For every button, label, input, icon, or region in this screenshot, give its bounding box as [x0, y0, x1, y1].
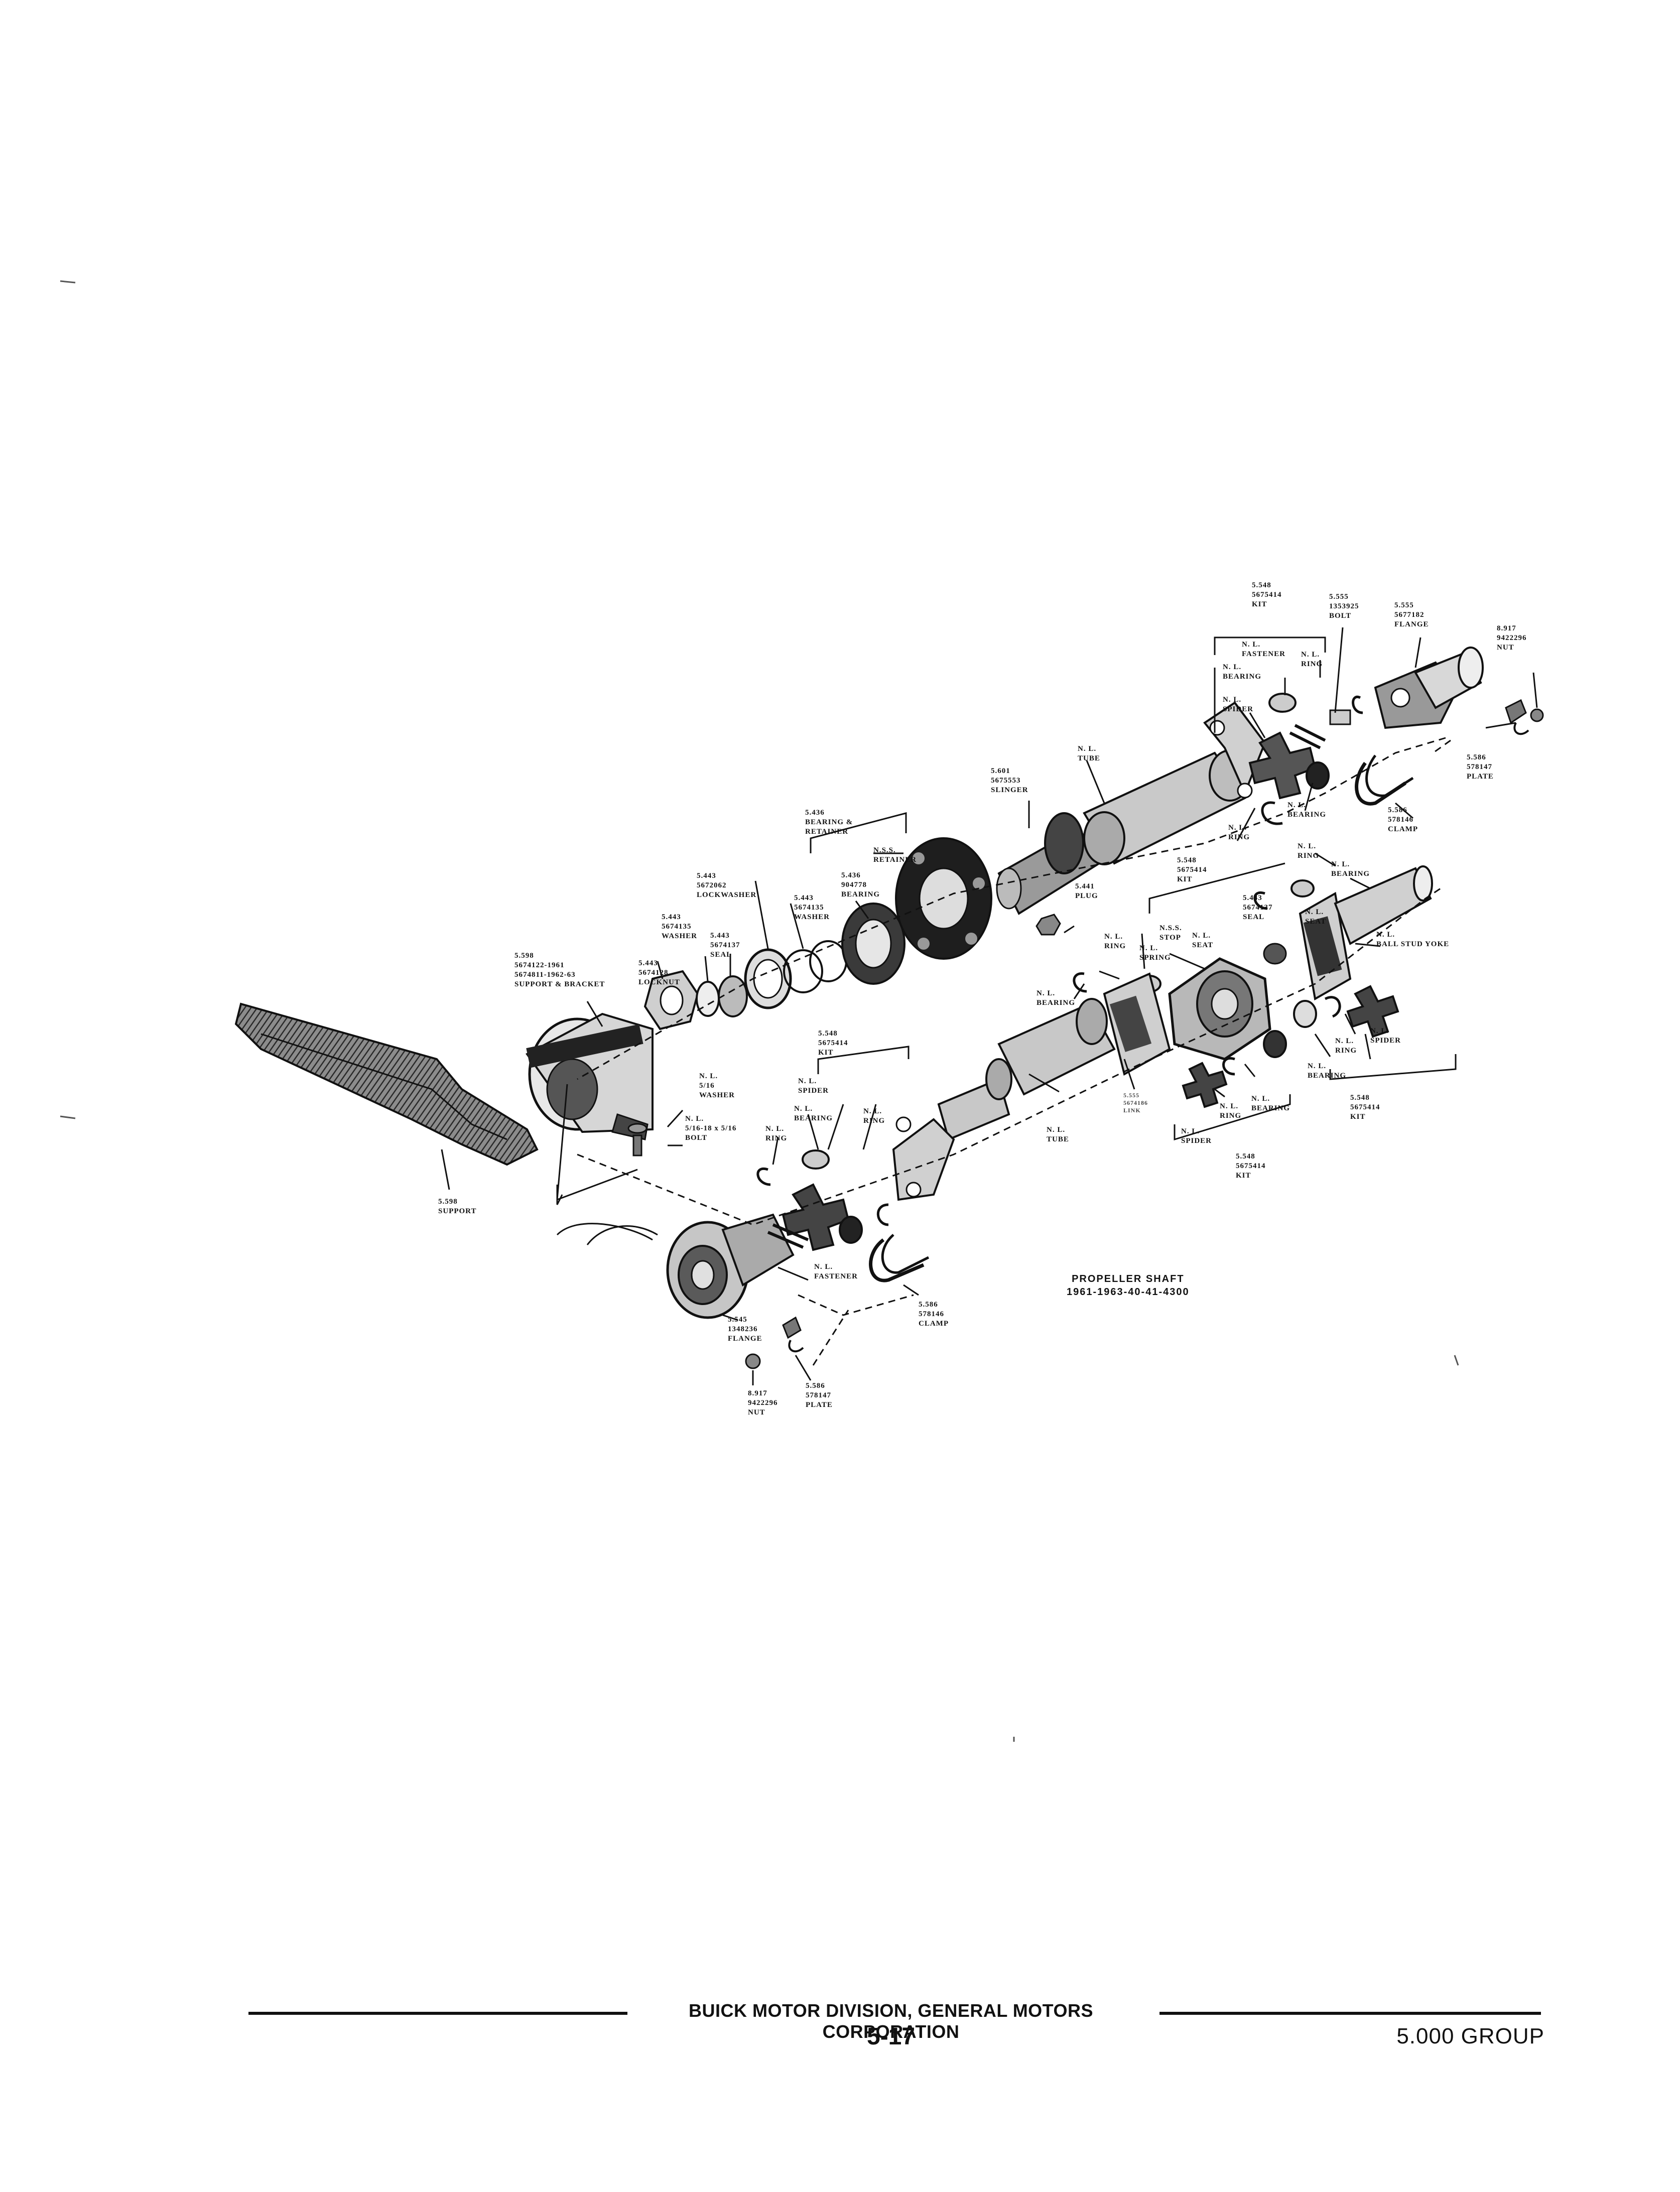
right-spider-part	[1182, 985, 1399, 1108]
center-joint-part	[1142, 943, 1287, 1061]
label-ring-top: N. L.RING	[1301, 651, 1323, 668]
label-bearing-center-l: N. L.BEARING	[1037, 989, 1076, 1007]
label-ring-right-lo: N. L.RING	[1220, 1102, 1242, 1120]
page-number: 5-17	[866, 2023, 916, 2050]
center-bearing-part	[841, 902, 906, 985]
footer-rule-right	[1159, 2012, 1541, 2015]
label-spring: N. L.SPRING	[1139, 944, 1171, 962]
upper-clamp-part	[1355, 754, 1414, 806]
upper-flange-part	[1374, 647, 1484, 729]
support-part	[234, 1002, 539, 1166]
footer-group: 5.000 GROUP	[1396, 2024, 1544, 2048]
ball-stud-yoke-part	[1299, 865, 1433, 1001]
label-spider-rb: N. L.SPIDER	[1370, 1027, 1401, 1045]
label-seat-center: N. L.SEAT	[1192, 932, 1214, 949]
label-tube-top: N. L.TUBE	[1078, 745, 1100, 762]
label-tube-mid: N. L.TUBE	[1047, 1126, 1069, 1143]
locknut-part	[643, 970, 699, 1030]
label-bearing-right-lo: N. L.BEARING	[1251, 1095, 1290, 1112]
upper-spider-part	[1248, 693, 1363, 825]
lower-clamp-part	[869, 1234, 930, 1282]
upper-plate-nut-part	[1505, 699, 1544, 735]
label-fastener-top: N. L.FASTENER	[1242, 640, 1285, 658]
label-fastener-bottom: N. L.FASTENER	[814, 1263, 858, 1280]
label-bearing-mid-r: N. L.BEARING	[1331, 860, 1370, 878]
support-bracket-part	[526, 1012, 654, 1140]
label-ball-stud-yoke: N. L.BALL STUD YOKE	[1376, 931, 1450, 948]
bolt-part	[627, 1123, 648, 1156]
label-ring-center: N. L.RING	[1104, 933, 1126, 950]
lower-spider-part	[756, 1149, 889, 1251]
dashed-centerlines	[577, 737, 1451, 1366]
lower-tube-part	[937, 998, 1116, 1141]
washer-seal-parts	[696, 940, 847, 1017]
footer-division: BUICK MOTOR DIVISION, GENERAL MOTORS COR…	[688, 2000, 1094, 2042]
upper-tube-part	[1083, 749, 1251, 865]
lower-plate-nut-part	[745, 1316, 804, 1369]
label-nss-retainer: N.S.S.RETAINER	[873, 846, 917, 864]
label-spider-right: N. L.SPIDER	[1181, 1127, 1212, 1145]
label-bearing-top: N. L.BEARING	[1223, 663, 1262, 681]
lower-flange-part	[666, 1213, 809, 1319]
label-bearing-top2: N. L.BEARING	[1287, 801, 1327, 819]
label-ring-mid: N. L.RING	[765, 1125, 788, 1142]
label-ring-rb: N. L.RING	[1335, 1037, 1357, 1055]
label-ring-mid-r: N. L.RING	[1298, 842, 1320, 860]
label-spider-top: N. L.SPIDER	[1223, 696, 1254, 713]
lower-yoke-part	[892, 1116, 955, 1201]
label-seat-mid: N. L.SEAT	[1305, 908, 1327, 926]
floor-sketch	[556, 1223, 658, 1245]
upper-yoke-part	[1203, 701, 1266, 799]
scan-marks	[60, 280, 1459, 1742]
label-bearing-mid: N. L.BEARING	[794, 1105, 833, 1122]
leader-lines	[441, 627, 1538, 1385]
label-spider-mid: N. L.SPIDER	[798, 1077, 829, 1095]
footer-rule-left	[248, 2012, 627, 2015]
link-yoke-part	[1103, 972, 1171, 1076]
label-nss-stop: N.S.S.STOP	[1159, 924, 1182, 942]
label-bearing-rb: N. L.BEARING	[1308, 1062, 1347, 1080]
label-ring-top2: N. L.RING	[1228, 824, 1250, 841]
label-ring-mid2: N. L.RING	[863, 1107, 885, 1125]
upper-fastener-part	[1289, 709, 1351, 749]
plug-part	[1036, 914, 1061, 936]
